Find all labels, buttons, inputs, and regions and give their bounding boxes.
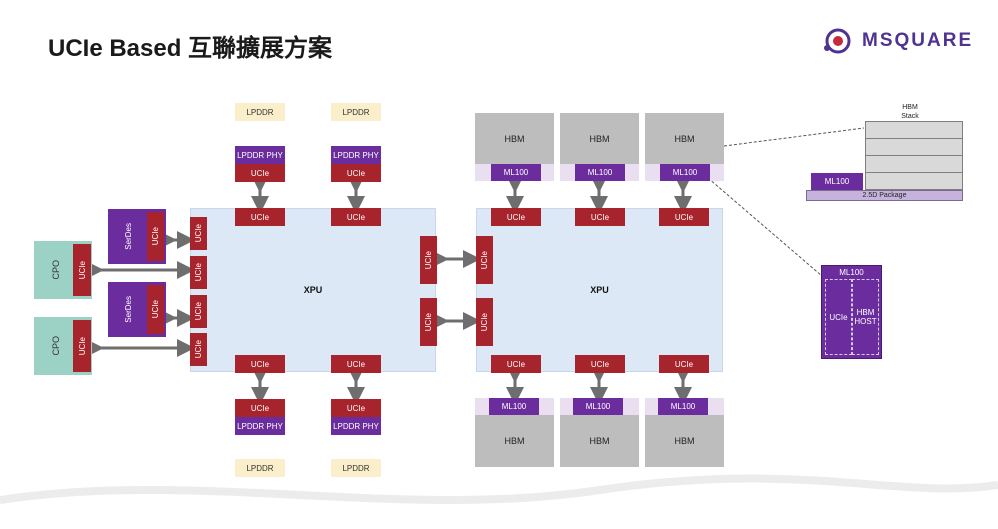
ucie-label: UCIe xyxy=(424,250,433,270)
xpu-left: XPU xyxy=(190,208,436,372)
hbm-bottom-3: HBM xyxy=(645,415,724,467)
hbm-stack-label: HBM Stack xyxy=(901,104,919,120)
hbm-stack-layer-3 xyxy=(865,155,963,173)
ucie-serdes-1: UCIe xyxy=(147,212,164,261)
hbm-stack-layer-1 xyxy=(865,121,963,139)
ucie-label: UCIe xyxy=(424,312,433,332)
ucie-bottom-2-phy: UCIe xyxy=(331,399,381,417)
hbm-bottom-2: HBM xyxy=(560,415,639,467)
ml100-top-2: ML100 xyxy=(575,164,625,181)
package-substrate: 2.5D Package xyxy=(806,190,963,201)
ucie-xpu-right-top-3: UCIe xyxy=(659,208,709,226)
lpddr-phy-top-2: LPDDR PHY xyxy=(331,146,381,164)
ucie-cpo-2: UCIe xyxy=(73,320,91,372)
hbm-top-1: HBM xyxy=(475,113,554,165)
xpu-left-label: XPU xyxy=(303,285,323,295)
ml100-bottom-3: ML100 xyxy=(658,398,708,415)
lpddr-phy-bottom-2: LPDDR PHY xyxy=(331,417,381,435)
ucie-xpu-right-bottom-3: UCIe xyxy=(659,355,709,373)
ml100-top-3: ML100 xyxy=(660,164,710,181)
ucie-xpu-left-right-1: UCIe xyxy=(420,236,437,284)
ucie-xpu-right-bottom-2: UCIe xyxy=(575,355,625,373)
ucie-top-1-phy: UCIe xyxy=(235,164,285,182)
ucie-label: UCIe xyxy=(77,260,87,280)
ucie-label: UCIe xyxy=(480,250,489,270)
ucie-bottom-1-phy: UCIe xyxy=(235,399,285,417)
lpddr-bottom-2: LPDDR xyxy=(331,459,381,477)
page-title: UCIe Based 互聯擴展方案 xyxy=(48,35,333,62)
ucie-xpu-right-bottom-1: UCIe xyxy=(491,355,541,373)
serdes-label: SerDes xyxy=(124,223,133,250)
ucie-xpu-left-4: UCIe xyxy=(190,333,207,366)
msquare-logo: MSQUARE xyxy=(822,26,972,56)
ml100-detail-ucie: UCIe xyxy=(825,279,852,355)
ucie-xpu-top-2: UCIe xyxy=(331,208,381,226)
ml100-detail-hbm-host: HBM HOST xyxy=(852,279,879,355)
ucie-label: UCIe xyxy=(194,302,203,321)
ucie-xpu-left-2: UCIe xyxy=(190,256,207,289)
hbm-top-2: HBM xyxy=(560,113,639,165)
ml100-detail-title: ML100 xyxy=(839,268,864,277)
ml100-top-1: ML100 xyxy=(491,164,541,181)
ucie-xpu-right-top-1: UCIe xyxy=(491,208,541,226)
lpddr-top-2: LPDDR xyxy=(331,103,381,121)
ucie-top-2-phy: UCIe xyxy=(331,164,381,182)
ucie-label: UCIe xyxy=(151,300,160,319)
lpddr-phy-top-1: LPDDR PHY xyxy=(235,146,285,164)
ucie-label: UCIe xyxy=(151,227,160,246)
lpddr-bottom-1: LPDDR xyxy=(235,459,285,477)
ucie-xpu-left-1: UCIe xyxy=(190,217,207,250)
hbm-bottom-1: HBM xyxy=(475,415,554,467)
hbm-stack-layer-2 xyxy=(865,138,963,156)
logo-icon xyxy=(824,28,851,54)
ucie-xpu-top-1: UCIe xyxy=(235,208,285,226)
xpu-right: XPU xyxy=(476,208,723,372)
ucie-label: UCIe xyxy=(194,340,203,359)
cpo-label: CPO xyxy=(51,260,61,280)
ucie-cpo-1: UCIe xyxy=(73,244,91,296)
ucie-label: UCIe xyxy=(194,224,203,243)
lpddr-phy-bottom-1: LPDDR PHY xyxy=(235,417,285,435)
ucie-xpu-right-left-2: UCIe xyxy=(476,298,493,346)
ucie-label: UCIe xyxy=(194,263,203,282)
lpddr-top-1: LPDDR xyxy=(235,103,285,121)
ucie-label: UCIe xyxy=(480,312,489,332)
ucie-xpu-left-3: UCIe xyxy=(190,295,207,328)
ml100-package: ML100 xyxy=(811,173,863,190)
xpu-right-label: XPU xyxy=(590,285,609,295)
ml100-bottom-1: ML100 xyxy=(489,398,539,415)
serdes-label: SerDes xyxy=(124,296,133,323)
hbm-top-3: HBM xyxy=(645,113,724,165)
ml100-detail: ML100 UCIe HBM HOST xyxy=(821,265,882,359)
ml100-bottom-2: ML100 xyxy=(573,398,623,415)
ucie-xpu-bottom-1: UCIe xyxy=(235,355,285,373)
ucie-serdes-2: UCIe xyxy=(147,285,164,334)
ucie-label: UCIe xyxy=(77,336,87,356)
ucie-xpu-right-top-2: UCIe xyxy=(575,208,625,226)
hbm-stack-layer-4 xyxy=(865,172,963,190)
ucie-xpu-bottom-2: UCIe xyxy=(331,355,381,373)
ucie-xpu-right-left-1: UCIe xyxy=(476,236,493,284)
logo-text: MSQUARE xyxy=(862,30,974,51)
cpo-label: CPO xyxy=(51,336,61,356)
ucie-xpu-left-right-2: UCIe xyxy=(420,298,437,346)
